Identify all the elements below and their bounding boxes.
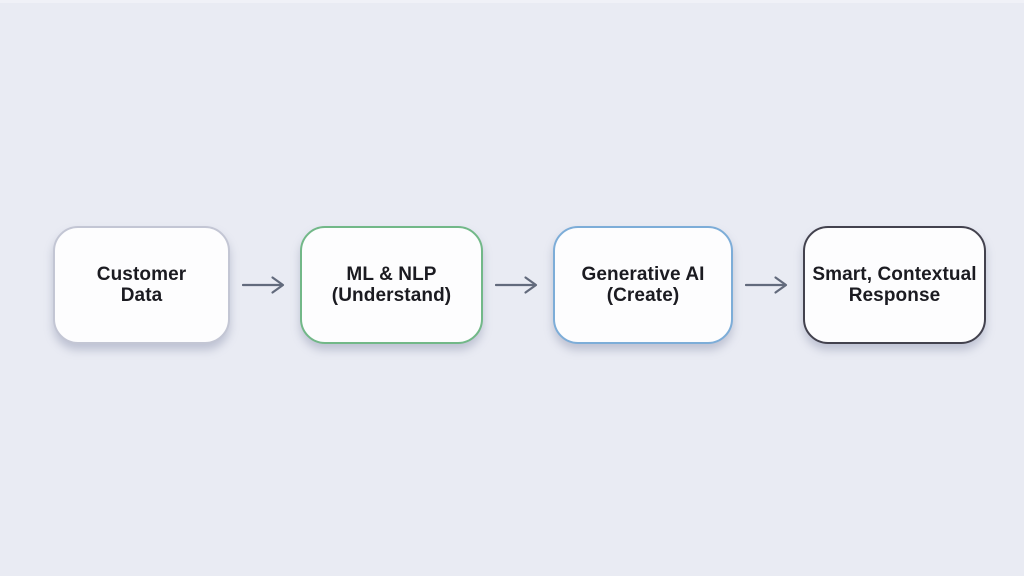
right-arrow-icon	[495, 276, 538, 294]
node-label-line: (Understand)	[331, 285, 452, 306]
node-label-line: (Create)	[606, 285, 680, 306]
node-label-line: ML & NLP	[346, 263, 437, 285]
right-arrow-icon	[242, 276, 285, 294]
node-label-line: Customer	[96, 263, 187, 285]
flow-diagram: Customer Data ML & NLP (Understand) Gene…	[53, 225, 986, 345]
right-arrow-icon	[745, 276, 788, 294]
flow-node-smart-response: Smart, Contextual Response	[803, 226, 986, 344]
node-label-line: Response	[848, 285, 941, 306]
node-label-line: Generative AI	[581, 263, 705, 285]
flow-arrow-1	[230, 273, 300, 297]
flow-node-ml-nlp: ML & NLP (Understand)	[300, 226, 483, 344]
node-label-line: Data	[120, 285, 163, 306]
flow-node-generative-ai: Generative AI (Create)	[553, 226, 733, 344]
flow-arrow-2	[483, 273, 553, 297]
flow-arrow-3	[733, 273, 803, 297]
top-edge-strip	[0, 0, 1024, 3]
flow-node-customer-data: Customer Data	[53, 226, 230, 344]
node-label-line: Smart, Contextual	[812, 263, 977, 285]
